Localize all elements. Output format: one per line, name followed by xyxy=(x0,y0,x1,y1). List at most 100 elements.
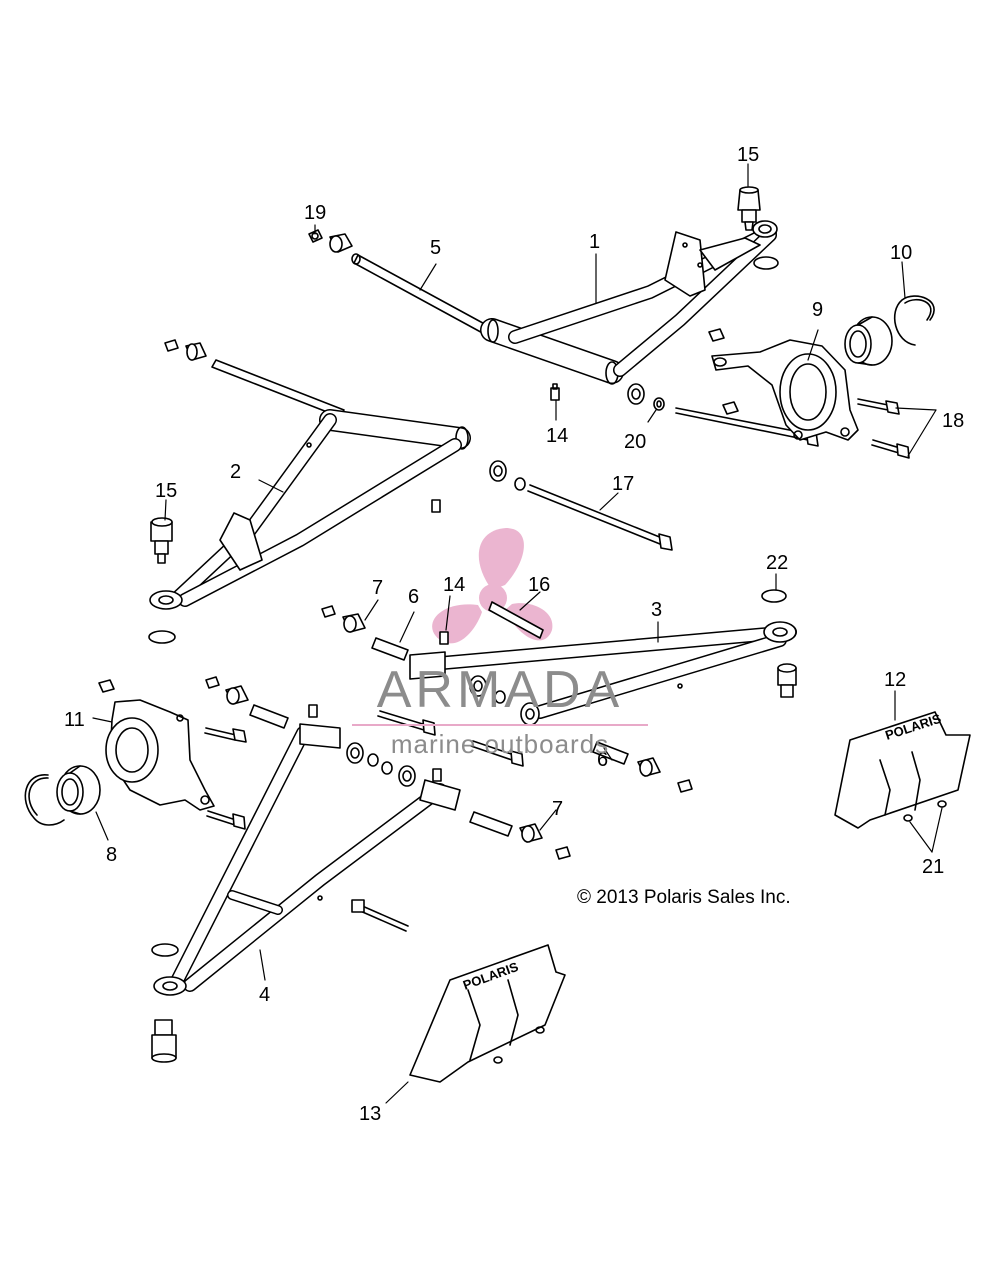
circlip-10 xyxy=(893,295,935,346)
a-arm-lower-right-3 xyxy=(409,621,797,719)
screw-21-b xyxy=(903,814,913,822)
leader-18a xyxy=(907,409,937,457)
watermark-subtitle: marine outboards xyxy=(390,729,610,759)
circlip-left xyxy=(148,630,176,644)
grease-fitting-4 xyxy=(308,704,318,718)
bushing-20 xyxy=(627,383,645,405)
bushing-upper-19 xyxy=(329,233,353,253)
leader-7b xyxy=(539,809,557,831)
wheel-bearing-8 xyxy=(56,765,101,815)
washer-2 xyxy=(514,477,526,491)
bushing-4-a xyxy=(346,742,364,764)
callout-21: 21 xyxy=(922,856,945,878)
callout-10: 10 xyxy=(890,242,913,264)
bolt-4-lower xyxy=(351,899,409,932)
leader-13 xyxy=(385,1081,409,1104)
wheel-bearing-10 xyxy=(844,316,893,366)
callout-4: 4 xyxy=(259,984,271,1006)
ball-joint-4 xyxy=(151,1019,177,1063)
bushing-7-lower xyxy=(519,823,543,843)
ball-joint-15-top xyxy=(737,186,761,231)
callout-7a: 7 xyxy=(372,577,384,599)
nut-7-upper xyxy=(321,605,336,618)
callout-18: 18 xyxy=(942,410,965,432)
grease-fitting-4b xyxy=(432,768,442,782)
circlip-upper xyxy=(753,256,779,270)
knuckle-11 xyxy=(105,699,215,811)
bolt-4-right xyxy=(470,740,524,767)
callout-14a: 14 xyxy=(546,425,569,447)
nut-9 xyxy=(708,328,725,342)
long-bolt-17 xyxy=(527,484,673,551)
copyright-text: © 2013 Polaris Sales Inc. xyxy=(577,887,791,908)
leader-5 xyxy=(419,263,437,291)
knuckle-9 xyxy=(711,339,859,441)
bushing-3-a xyxy=(469,675,487,697)
nut-9-lower xyxy=(722,401,739,415)
callout-13: 13 xyxy=(359,1103,382,1125)
bushing-left-upper xyxy=(185,342,207,361)
bolt-4-mid xyxy=(377,710,436,736)
bolt-18-upper xyxy=(857,398,900,415)
ball-joint-lower-right xyxy=(777,663,797,698)
circlip-8 xyxy=(24,774,65,826)
callout-17: 17 xyxy=(612,473,635,495)
callout-6a: 6 xyxy=(408,586,420,608)
watermark-title: ARMADA xyxy=(376,661,624,719)
callout-6b: 6 xyxy=(597,749,609,771)
a-arm-upper-left-2 xyxy=(149,359,471,610)
leader-16 xyxy=(519,591,541,611)
sleeve-4-upper xyxy=(249,704,289,729)
leader-21a xyxy=(931,807,943,853)
leader-21b xyxy=(909,821,933,853)
nut-4-upper xyxy=(205,676,220,689)
callout-5: 5 xyxy=(430,237,442,259)
sleeve-6-lower xyxy=(592,741,629,765)
washer-4-a xyxy=(367,753,379,767)
pin-16 xyxy=(488,601,544,639)
bushing-4-b xyxy=(398,765,416,787)
leader-9 xyxy=(807,329,819,361)
leader-7a xyxy=(364,599,379,621)
callout-11: 11 xyxy=(64,709,85,731)
bushing-2-right xyxy=(489,460,507,482)
callout-7b: 7 xyxy=(552,798,564,820)
bushing-4-upper xyxy=(225,685,249,705)
leader-10 xyxy=(901,261,906,299)
bolt-knuckle-lower xyxy=(206,810,246,830)
sleeve-6-upper xyxy=(371,637,409,661)
nut-6-lower xyxy=(677,779,693,793)
callout-9: 9 xyxy=(812,299,824,321)
leader-17 xyxy=(599,492,619,511)
nut-11 xyxy=(98,679,115,693)
leader-20 xyxy=(647,409,657,423)
bushing-7-upper xyxy=(342,613,366,633)
sleeve-7-lower xyxy=(469,811,513,837)
leader-2 xyxy=(258,479,284,493)
screw-21-a xyxy=(937,800,947,808)
nut-7-lower xyxy=(555,846,571,860)
nut-left-upper xyxy=(164,339,179,352)
a-arm-upper-right-1 xyxy=(480,220,778,385)
leader-6b xyxy=(603,747,613,761)
circlip-22 xyxy=(761,589,787,603)
washer-3-a xyxy=(494,690,506,704)
callout-12: 12 xyxy=(884,669,907,691)
bolt-knuckle-upper xyxy=(204,727,247,743)
circlip-4 xyxy=(151,943,179,957)
callout-19: 19 xyxy=(304,202,327,224)
callout-2: 2 xyxy=(230,461,242,483)
leader-11 xyxy=(92,717,113,723)
callout-3: 3 xyxy=(651,599,663,621)
screw-13-a xyxy=(535,1026,545,1034)
bolt-18-lower xyxy=(871,439,910,459)
leader-14b xyxy=(445,595,451,631)
guard-plate-12: POLARIS xyxy=(834,711,971,829)
guard-plate-13: POLARIS xyxy=(409,944,566,1083)
callout-14b: 14 xyxy=(443,574,466,596)
screw-13-b xyxy=(493,1056,503,1064)
leader-15b xyxy=(164,499,167,521)
callout-20: 20 xyxy=(624,431,647,453)
leader-6a xyxy=(399,611,415,643)
